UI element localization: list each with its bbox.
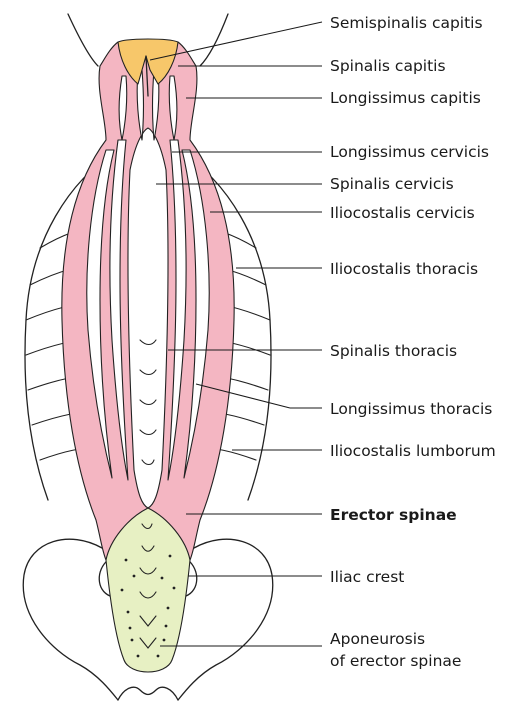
label-aponeurosis-line1: Aponeurosis: [330, 630, 425, 648]
labels: Semispinalis capitis Spinalis capitis Lo…: [330, 14, 496, 670]
label-spinalis-cervicis: Spinalis cervicis: [330, 175, 454, 193]
label-iliocostalis-lumborum: Iliocostalis lumborum: [330, 442, 496, 460]
label-erector-spinae: Erector spinae: [330, 506, 457, 524]
label-spinalis-thoracis: Spinalis thoracis: [330, 342, 457, 360]
label-iliac-crest: Iliac crest: [330, 568, 404, 586]
label-semispinalis-capitis: Semispinalis capitis: [330, 14, 483, 32]
label-longissimus-thoracis: Longissimus thoracis: [330, 400, 492, 418]
label-aponeurosis-line2: of erector spinae: [330, 652, 461, 670]
label-iliocostalis-cervicis: Iliocostalis cervicis: [330, 204, 475, 222]
label-spinalis-capitis: Spinalis capitis: [330, 57, 446, 75]
label-iliocostalis-thoracis: Iliocostalis thoracis: [330, 260, 478, 278]
label-longissimus-cervicis: Longissimus cervicis: [330, 143, 489, 161]
label-longissimus-capitis: Longissimus capitis: [330, 89, 481, 107]
